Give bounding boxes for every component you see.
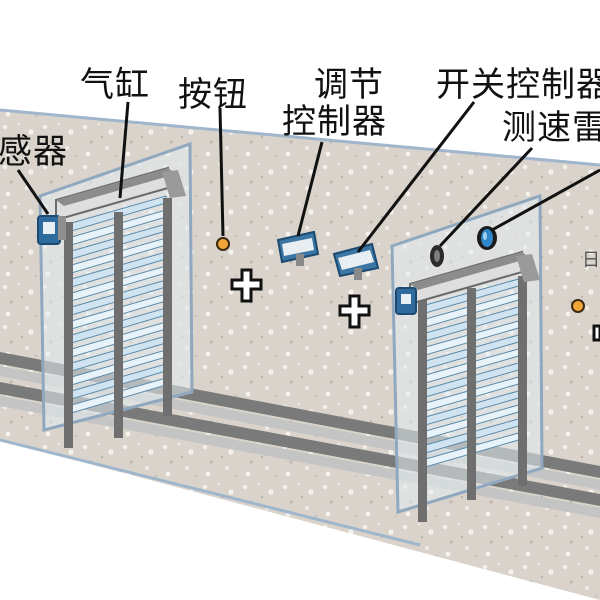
speed-radar-icon — [477, 226, 497, 250]
label-regulator-line1: 调节 — [314, 65, 384, 105]
cross-marker-icon-2 — [338, 294, 371, 329]
leader-line-switch-controller — [438, 146, 534, 248]
leader-line-switch — [356, 101, 476, 253]
right-button-icon — [571, 299, 585, 313]
label-regulator-line2: 控制器 — [282, 102, 387, 142]
leader-line-button — [218, 107, 225, 237]
label-cylinder: 气缸 — [80, 65, 150, 105]
cross-marker-icon-3 — [592, 324, 600, 342]
leader-line-regulator — [296, 141, 324, 237]
leader-line-sensor — [16, 169, 50, 215]
cross-marker-icon — [230, 268, 263, 303]
label-sensor: 感器 — [0, 132, 68, 172]
label-button: 按钮 — [178, 75, 248, 115]
left-louver-unit — [38, 141, 194, 448]
leader-lines — [16, 101, 600, 253]
right-louver-unit — [390, 193, 544, 522]
label-partial-right: 日 — [582, 250, 600, 271]
button-icon — [216, 237, 230, 251]
wall-bottom-edge — [0, 438, 421, 547]
label-speed-radar: 测速雷 — [502, 108, 600, 148]
regulator-controller-icon — [276, 230, 320, 266]
right-sensor-icon — [395, 287, 417, 315]
switch-controller-icon — [430, 245, 444, 267]
regulator-controller-icon-2 — [332, 242, 380, 280]
leader-line-radar — [491, 168, 600, 232]
sensor-icon — [37, 215, 66, 245]
leader-line-cylinder — [118, 101, 130, 199]
label-switch-controller: 开关控制器 — [436, 65, 600, 105]
wall-top-edge — [0, 108, 600, 167]
